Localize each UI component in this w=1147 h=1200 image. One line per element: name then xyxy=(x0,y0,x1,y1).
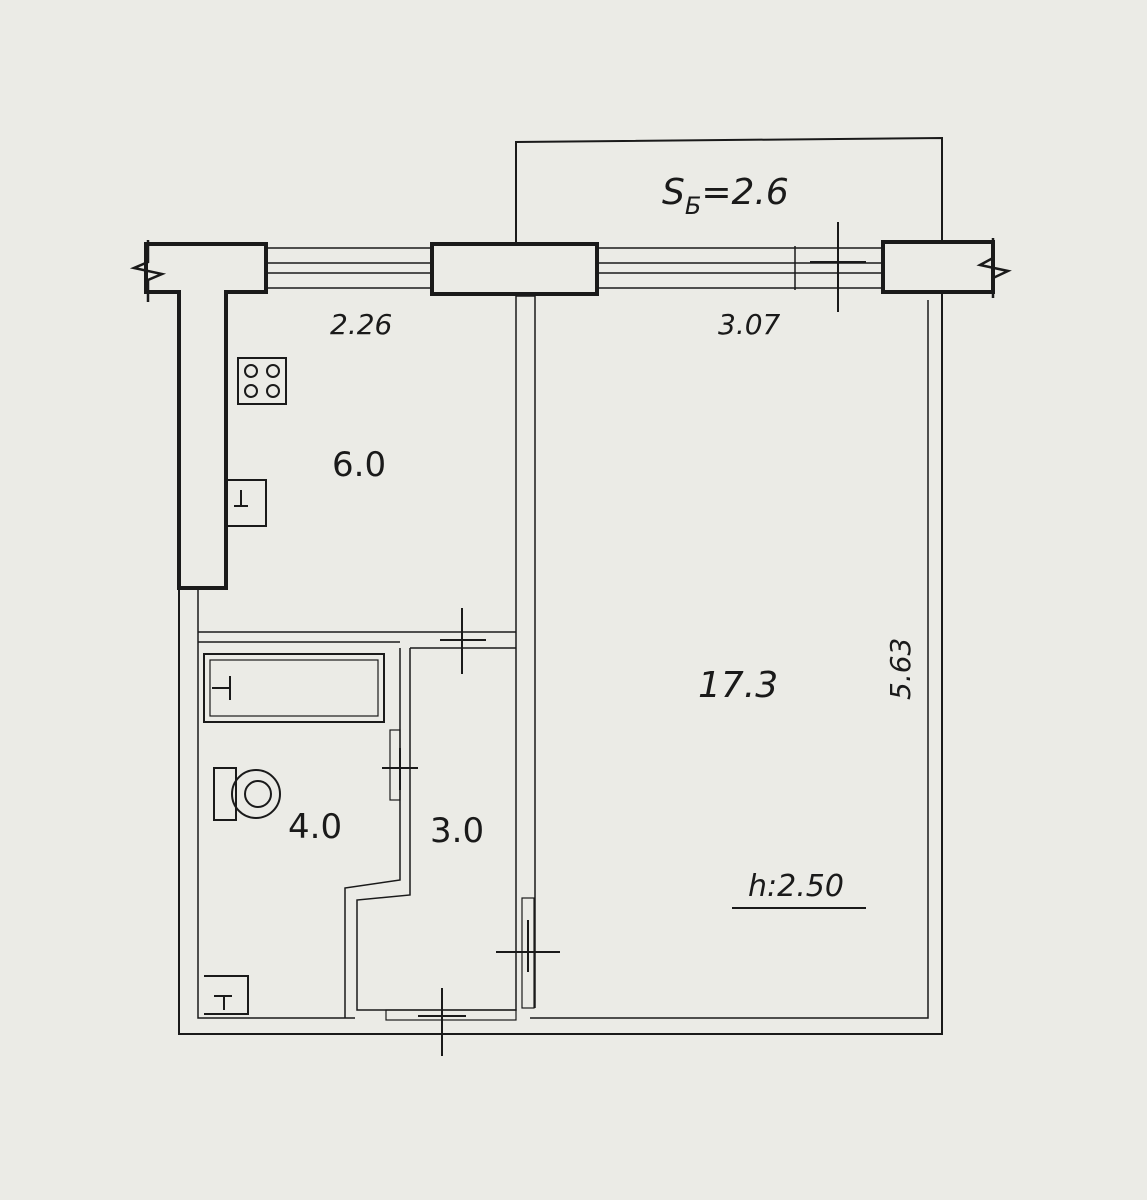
closet-area-label: 3.0 xyxy=(430,811,484,851)
stove-icon xyxy=(237,357,287,405)
balcony-area-label: SБ=2.6 xyxy=(662,172,789,220)
room-width-dim: 3.07 xyxy=(718,308,781,341)
kitchen-area-label: 6.0 xyxy=(332,445,386,485)
bathroom-area-label: 4.0 xyxy=(288,807,342,847)
ceiling-height-label: h:2.50 xyxy=(748,869,844,904)
washbasin-icon xyxy=(204,975,249,1015)
wall-break-left xyxy=(129,240,167,302)
toilet-icon xyxy=(213,767,281,821)
living-room-area-label: 17.3 xyxy=(698,665,778,706)
kitchen-width-dim: 2.26 xyxy=(330,308,392,341)
wall-break-right xyxy=(976,238,1012,298)
outer-wall xyxy=(178,292,943,1035)
balcony-outline xyxy=(515,136,943,244)
room-length-dim: 5.63 xyxy=(884,638,917,700)
kitchen-sink-icon xyxy=(226,479,267,527)
bathtub-icon xyxy=(203,653,385,723)
